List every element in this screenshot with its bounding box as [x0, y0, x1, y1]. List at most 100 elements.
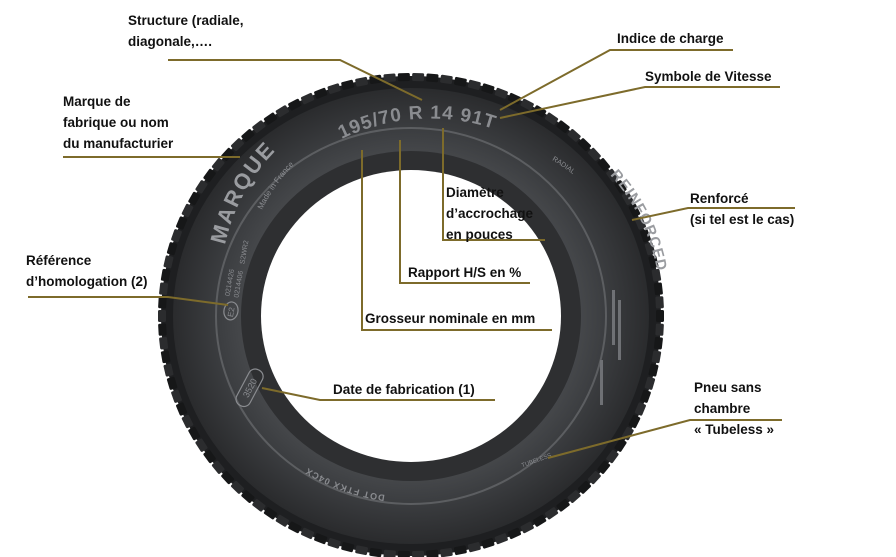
tread-block: [532, 514, 547, 527]
label-symbole-vitesse-line1: Symbole de Vitesse: [645, 69, 772, 84]
tread-block: [314, 533, 328, 545]
tread-block: [176, 402, 188, 416]
tread-block: [159, 336, 169, 350]
tread-block: [211, 158, 225, 172]
tread-block: [341, 542, 355, 553]
label-marque-line3: du manufacturier: [63, 136, 174, 151]
label-diametre-line1: Diamètre: [446, 185, 504, 200]
tread-block: [467, 542, 481, 553]
tread-block: [651, 350, 662, 364]
tread-block: [159, 282, 169, 296]
tread-block: [578, 480, 591, 494]
tread-block: [628, 414, 641, 429]
tread-block: [544, 507, 559, 520]
tread-block: [171, 389, 182, 403]
tread-block: [567, 490, 581, 503]
tread-block: [327, 83, 341, 94]
leader-rapport: [399, 140, 530, 284]
label-structure-line1: Structure (radiale,: [128, 13, 244, 28]
tread-block: [275, 514, 290, 527]
tread-block: [171, 229, 182, 243]
tread-block: [655, 296, 664, 309]
tread-block: [426, 549, 439, 557]
tread-blocks: [158, 72, 664, 557]
label-indice-charge: Indice de charge: [617, 28, 724, 49]
leader-grosseur: [361, 150, 552, 331]
tread-block: [597, 460, 611, 474]
tread-block: [203, 168, 216, 183]
tread-block: [412, 72, 425, 82]
leader-structure: [168, 59, 423, 101]
label-pneu-line2: chambre: [694, 401, 751, 416]
tread-block: [653, 282, 663, 296]
tread-block: [188, 426, 201, 441]
tread-block: [166, 376, 178, 390]
tire-hole: [261, 170, 561, 462]
leader-vitesse: [499, 86, 780, 119]
tread-block: [288, 521, 302, 534]
tread-block: [628, 203, 641, 218]
label-structure-line2: diagonale,….: [128, 34, 213, 49]
tread-block: [166, 242, 178, 256]
tread-block: [158, 310, 166, 322]
leader-reference: [28, 296, 229, 306]
tread-block: [567, 129, 581, 142]
leader-pneu: [547, 419, 782, 459]
leader-diametre: [442, 128, 545, 241]
tread-block: [288, 98, 302, 111]
tread-block: [300, 527, 315, 540]
sidewall-fine-print: [600, 290, 621, 405]
tread-block: [163, 255, 174, 269]
homologation-number-2: 0214406: [233, 270, 245, 298]
tread-block: [355, 545, 369, 556]
tread-block: [621, 191, 634, 206]
tread-block: [606, 168, 619, 183]
label-reference: Référence d’homologation (2): [26, 250, 147, 292]
tread-block: [369, 74, 382, 85]
tread-block: [275, 105, 290, 118]
tread-block: [397, 72, 410, 82]
tread-block: [520, 98, 534, 111]
homologation-number-1: 0214426: [225, 269, 237, 297]
tread-block: [651, 268, 662, 282]
tread-block: [176, 216, 188, 230]
tread-block: [158, 296, 167, 309]
tread-block: [653, 336, 663, 350]
tread-block: [263, 507, 278, 520]
label-grosseur: Grosseur nominale en mm: [365, 308, 535, 329]
tread-block: [426, 73, 439, 83]
tread-block: [588, 471, 601, 485]
tread-block: [640, 229, 651, 243]
tread-block: [556, 120, 570, 133]
tread-block: [520, 521, 534, 534]
tread-block: [412, 550, 425, 557]
tread-block: [195, 180, 208, 194]
label-date-line1: Date de fabrication (1): [333, 382, 475, 397]
tread-block: [494, 87, 508, 99]
tread-block: [614, 438, 627, 452]
tread-block: [453, 545, 467, 556]
tread-block: [252, 499, 266, 512]
tread-block: [440, 74, 453, 85]
tread-block: [532, 105, 547, 118]
tread-block: [644, 242, 656, 256]
tread-block: [556, 499, 570, 512]
label-rapport-line1: Rapport H/S en %: [408, 265, 522, 280]
tread-block: [163, 363, 174, 377]
label-marque-line2: fabrique ou nom: [63, 115, 169, 130]
label-marque: Marque de fabrique ou nom du manufacturi…: [63, 91, 173, 154]
leader-indice: [499, 49, 733, 111]
label-marque-line1: Marque de: [63, 94, 131, 109]
tread-block: [188, 191, 201, 206]
label-reference-line2: d’homologation (2): [26, 274, 148, 289]
label-renforce-line1: Renforcé: [690, 191, 749, 206]
label-diametre-line2: d’accrochage: [446, 206, 534, 221]
tread-block: [544, 112, 559, 125]
tread-block: [648, 255, 659, 269]
tread-block: [181, 414, 194, 429]
tread-block: [341, 79, 355, 90]
tread-block: [481, 83, 495, 94]
homologation-suffix: S2WR2: [239, 240, 250, 265]
label-pneu: Pneu sans chambre « Tubeless »: [694, 377, 774, 440]
